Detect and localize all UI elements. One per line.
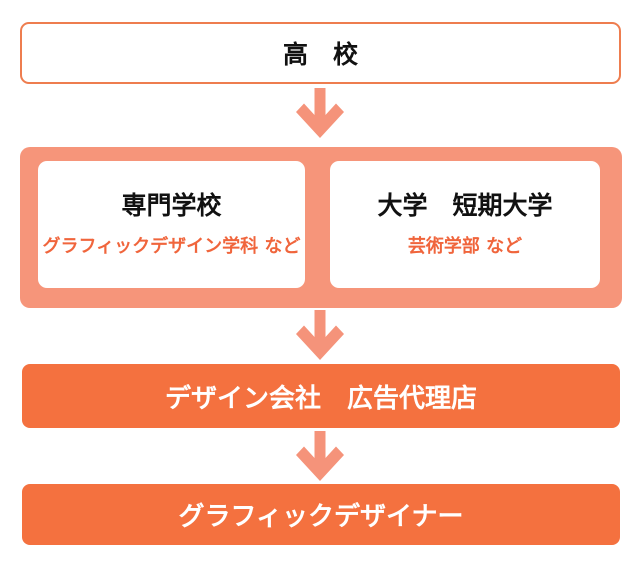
node-university: 大学 短期大学 芸術学部 など bbox=[330, 161, 600, 288]
node-vocational-school: 専門学校 グラフィックデザイン学科 など bbox=[38, 161, 305, 288]
down-arrow-icon bbox=[296, 431, 344, 481]
arrow-head bbox=[296, 103, 344, 138]
arrow-head bbox=[296, 446, 344, 481]
node-graphic-designer-label: グラフィックデザイナー bbox=[178, 502, 464, 532]
node-university-title: 大学 短期大学 bbox=[377, 191, 553, 220]
node-high-school: 高 校 bbox=[20, 22, 621, 84]
node-vocational-subtitle: グラフィックデザイン学科 など bbox=[42, 236, 301, 257]
down-arrow-icon bbox=[296, 88, 344, 138]
node-graphic-designer: グラフィックデザイナー bbox=[22, 484, 620, 545]
node-design-company-label: デザイン会社 広告代理店 bbox=[164, 383, 477, 414]
node-vocational-title: 専門学校 bbox=[121, 191, 222, 220]
arrow-stem bbox=[314, 310, 326, 344]
down-arrow-icon bbox=[296, 310, 344, 360]
arrow-head bbox=[296, 325, 344, 360]
node-university-subtitle: 芸術学部 など bbox=[407, 236, 523, 257]
node-high-school-label: 高 校 bbox=[282, 40, 358, 69]
arrow-stem bbox=[314, 88, 326, 122]
arrow-stem bbox=[314, 431, 326, 465]
node-design-company: デザイン会社 広告代理店 bbox=[22, 364, 620, 428]
education-options-group: 専門学校 グラフィックデザイン学科 など 大学 短期大学 芸術学部 など bbox=[20, 147, 622, 308]
